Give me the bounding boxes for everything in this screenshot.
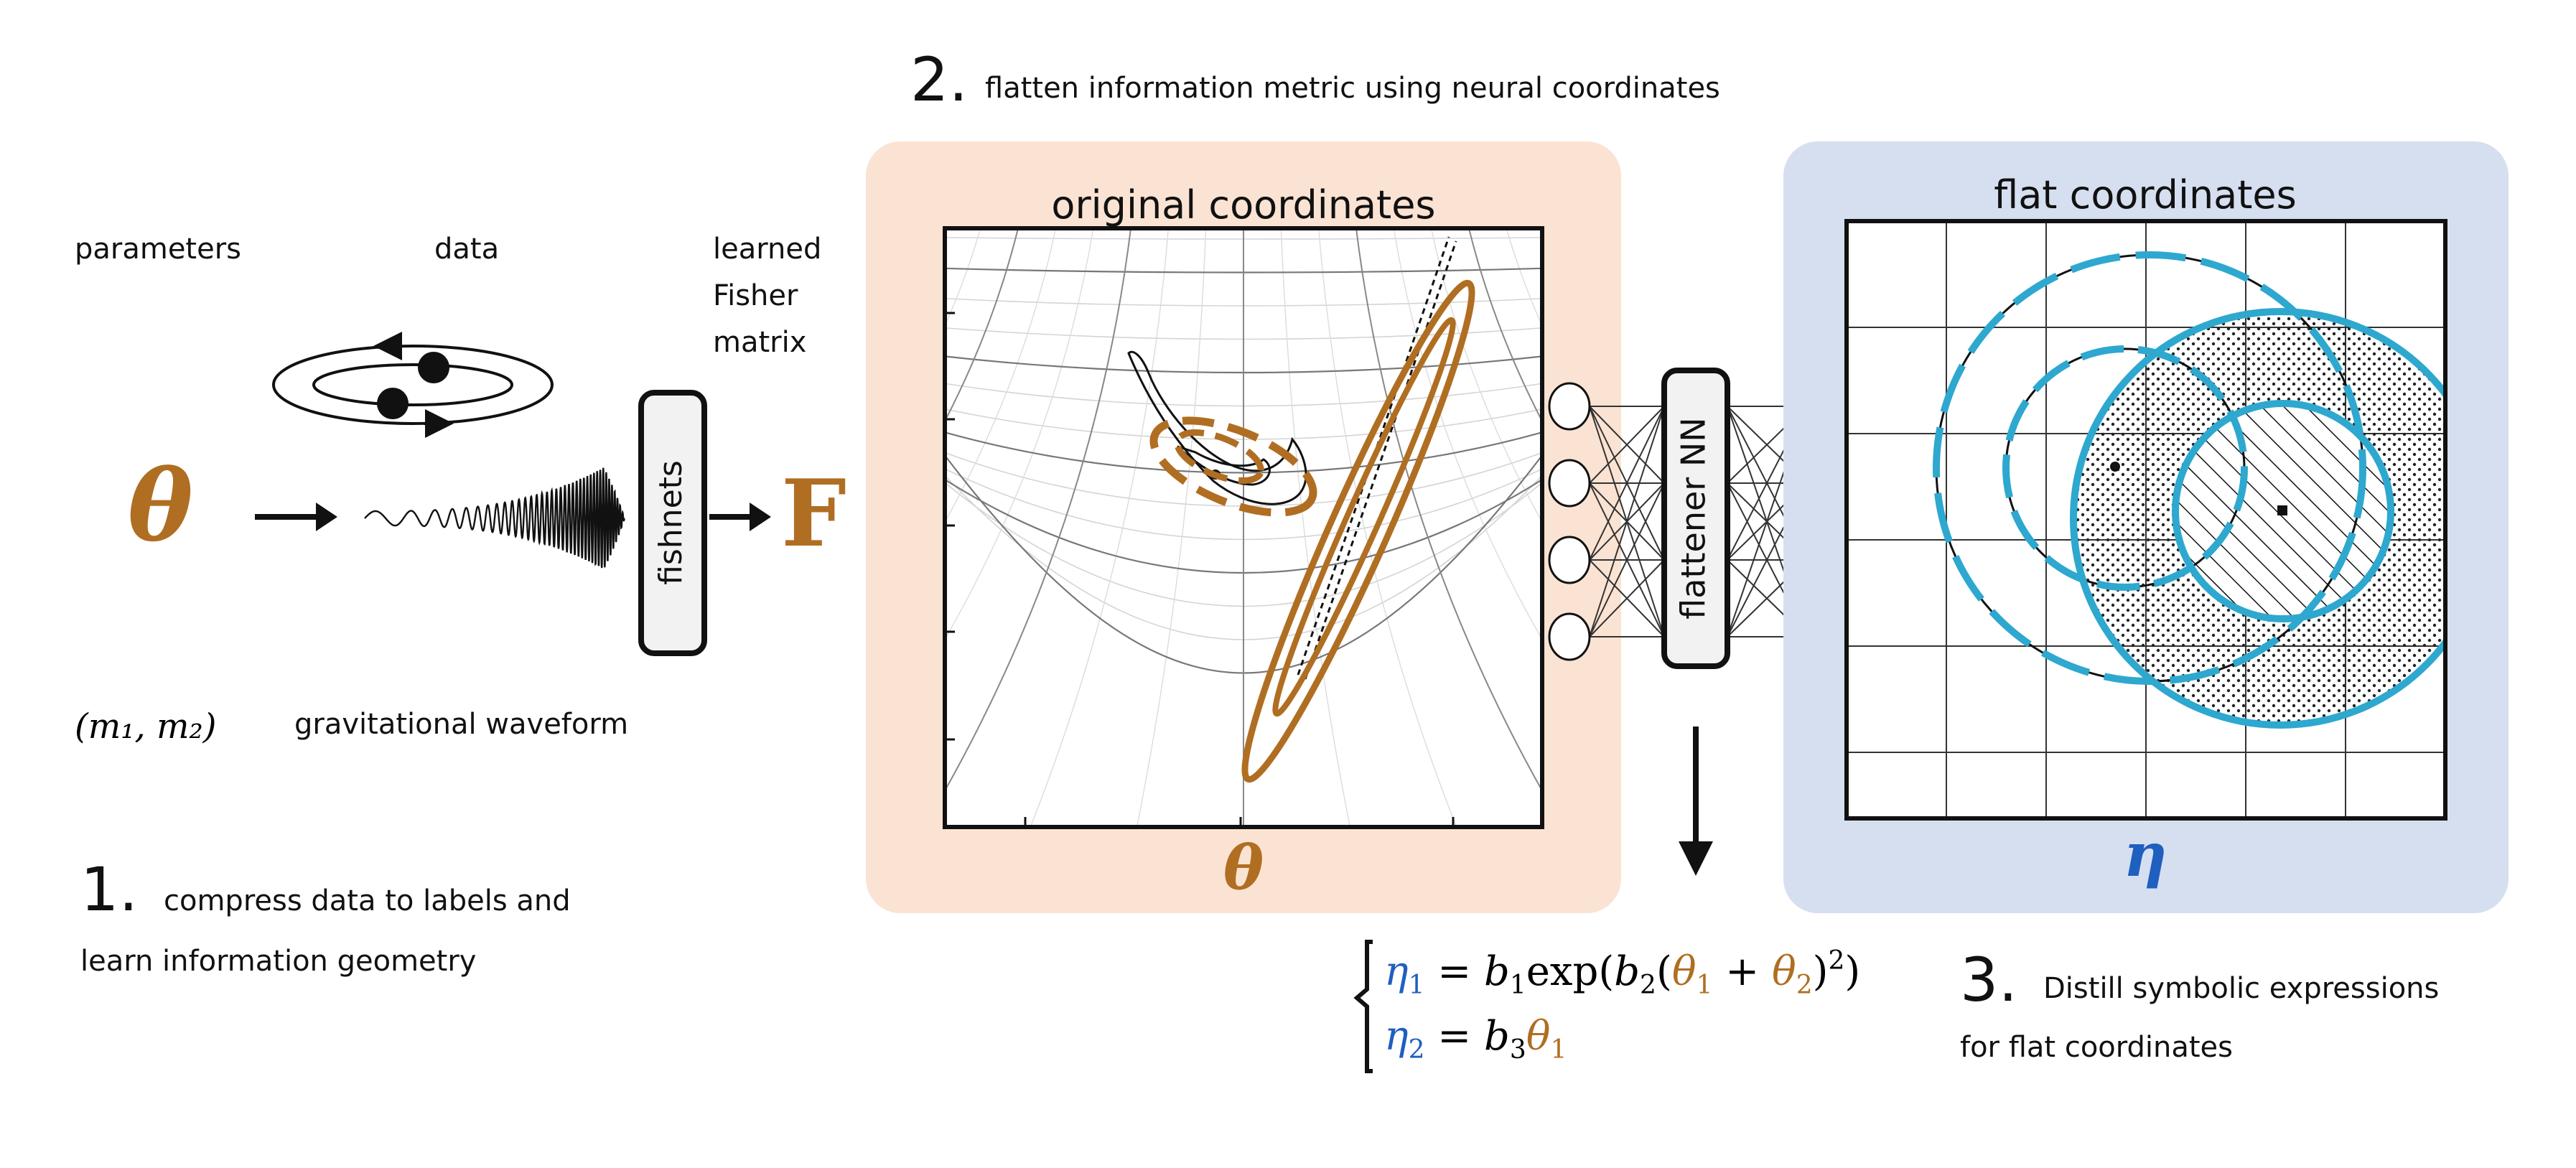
network-input-node — [1548, 536, 1591, 584]
step1-line1: compress data to labels and — [164, 884, 571, 917]
flattener-network-box: flattener NN — [1661, 368, 1730, 669]
fisher-symbol: F — [781, 460, 846, 568]
theta-symbol: θ — [128, 449, 193, 564]
arrow-to-fisher-icon — [709, 503, 771, 531]
equation-eta2: η2 = b3θ1 — [1384, 1013, 1567, 1065]
learned-label-1: learned — [713, 233, 821, 266]
learned-label-2: Fisher — [713, 279, 798, 312]
flat-plot — [1844, 219, 2447, 821]
brown-long-ellipse-inner — [1272, 317, 1456, 717]
flat-point-b — [2277, 505, 2287, 515]
brown-ellipse-inner — [1174, 429, 1264, 484]
binary-orbit-icon — [272, 332, 554, 438]
network-input-node — [1548, 612, 1591, 661]
waveform-label: gravitational waveform — [294, 708, 628, 741]
brown-ellipse-outer — [1149, 416, 1317, 517]
network-input-node — [1548, 382, 1591, 431]
data-label: data — [434, 233, 499, 266]
original-grid-dark — [945, 228, 1542, 827]
equations-brace-icon — [1353, 940, 1373, 1073]
cyan-dashed-circle-inner — [2002, 345, 2248, 591]
network-input-node — [1548, 459, 1591, 508]
original-axis-symbol: θ — [1223, 832, 1264, 903]
masses-label: (m₁, m₂) — [75, 706, 216, 747]
step1-number: 1. — [80, 854, 138, 925]
learned-label-3: matrix — [713, 326, 806, 359]
flat-panel-title: flat coordinates — [1994, 172, 2297, 218]
original-panel-title: original coordinates — [1051, 182, 1435, 228]
parameters-label: parameters — [75, 233, 241, 266]
equation-eta1: η1 = b1exp(b2(θ1 + θ2)2) — [1384, 946, 1860, 1000]
original-ticks — [945, 312, 1455, 827]
arrow-to-equations-icon — [1679, 727, 1713, 876]
flat-point-a — [2110, 462, 2120, 472]
step2-title: flatten information metric using neural … — [985, 72, 1720, 105]
step2-number: 2. — [910, 45, 968, 115]
step1-line2: learn information geometry — [80, 945, 476, 978]
flat-axis-symbol: η — [2123, 819, 2167, 890]
arrow-to-waveform-icon — [255, 503, 337, 531]
fishnets-label: fishnets — [653, 460, 689, 585]
gravitational-waveform-icon — [364, 467, 625, 569]
step3-line2: for flat coordinates — [1960, 1031, 2233, 1064]
step3-line1: Distill symbolic expressions — [2043, 972, 2439, 1005]
flattener-label: flattener NN — [1674, 417, 1713, 619]
original-plot — [943, 226, 1544, 829]
fishnets-network-box: fishnets — [638, 390, 707, 656]
step3-number: 3. — [1960, 945, 2017, 1015]
cyan-solid-circle-outer — [2070, 308, 2445, 729]
brown-long-ellipse-outer — [1241, 279, 1475, 783]
cyan-solid-circle-inner — [2172, 400, 2394, 622]
